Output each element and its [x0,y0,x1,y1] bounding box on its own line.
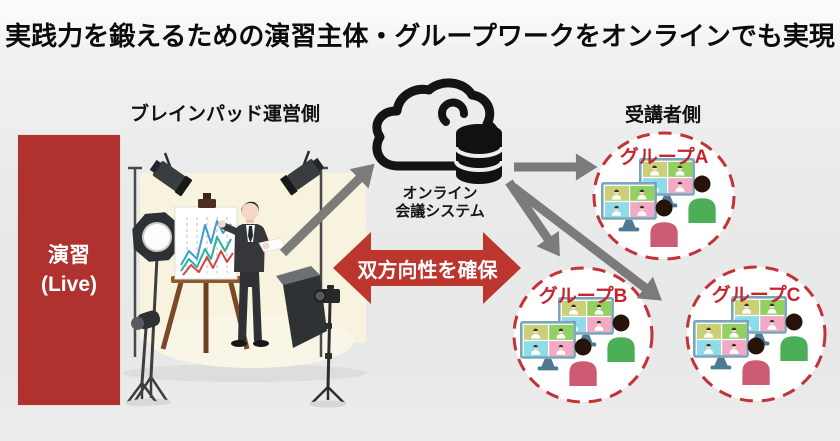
camera-tripod-icon [309,285,347,408]
hanging-spotlight-left-icon [149,152,193,197]
operator-side-label: ブレインパッド運営側 [129,104,320,125]
studio-floor-shadow [123,364,367,382]
meeting-system-label: オンライン 会議システム [383,185,497,222]
meeting-system-line-2: 会議システム [395,203,485,221]
group-a: グループA [591,130,737,262]
group-a-label: グループA [619,147,709,168]
page-title: 実践力を鍛えるための演習主体・グループワークをオンラインでも実現 [5,21,835,51]
chart-line-teal [180,236,232,272]
floor-light-icon [125,310,161,407]
presenter-figure [218,201,287,347]
cloud-swirl [438,98,468,126]
group-b-label: グループB [538,286,628,307]
database-icon [454,124,504,184]
meeting-system-line-1: オンライン [402,185,478,202]
easel-chart-icon [160,193,250,353]
cloud-database-icon [372,78,504,184]
bidirectional-arrow [333,232,521,304]
banner-line-1: 演習 [48,243,90,267]
chart-line-blue [180,220,232,266]
group-b: グループB [510,265,656,405]
bidirectional-arrow-label: 双方向性を確保 [357,259,498,282]
banner-line-2: (Live) [40,273,97,296]
group-c-label: グループC [711,285,801,306]
live-exercise-banner: 演習 (Live) [18,135,120,405]
group-c: グループC [683,264,829,404]
group-c-circle [685,265,827,403]
audience-side-label: 受講者側 [624,105,701,126]
chart-line-red [182,250,234,276]
